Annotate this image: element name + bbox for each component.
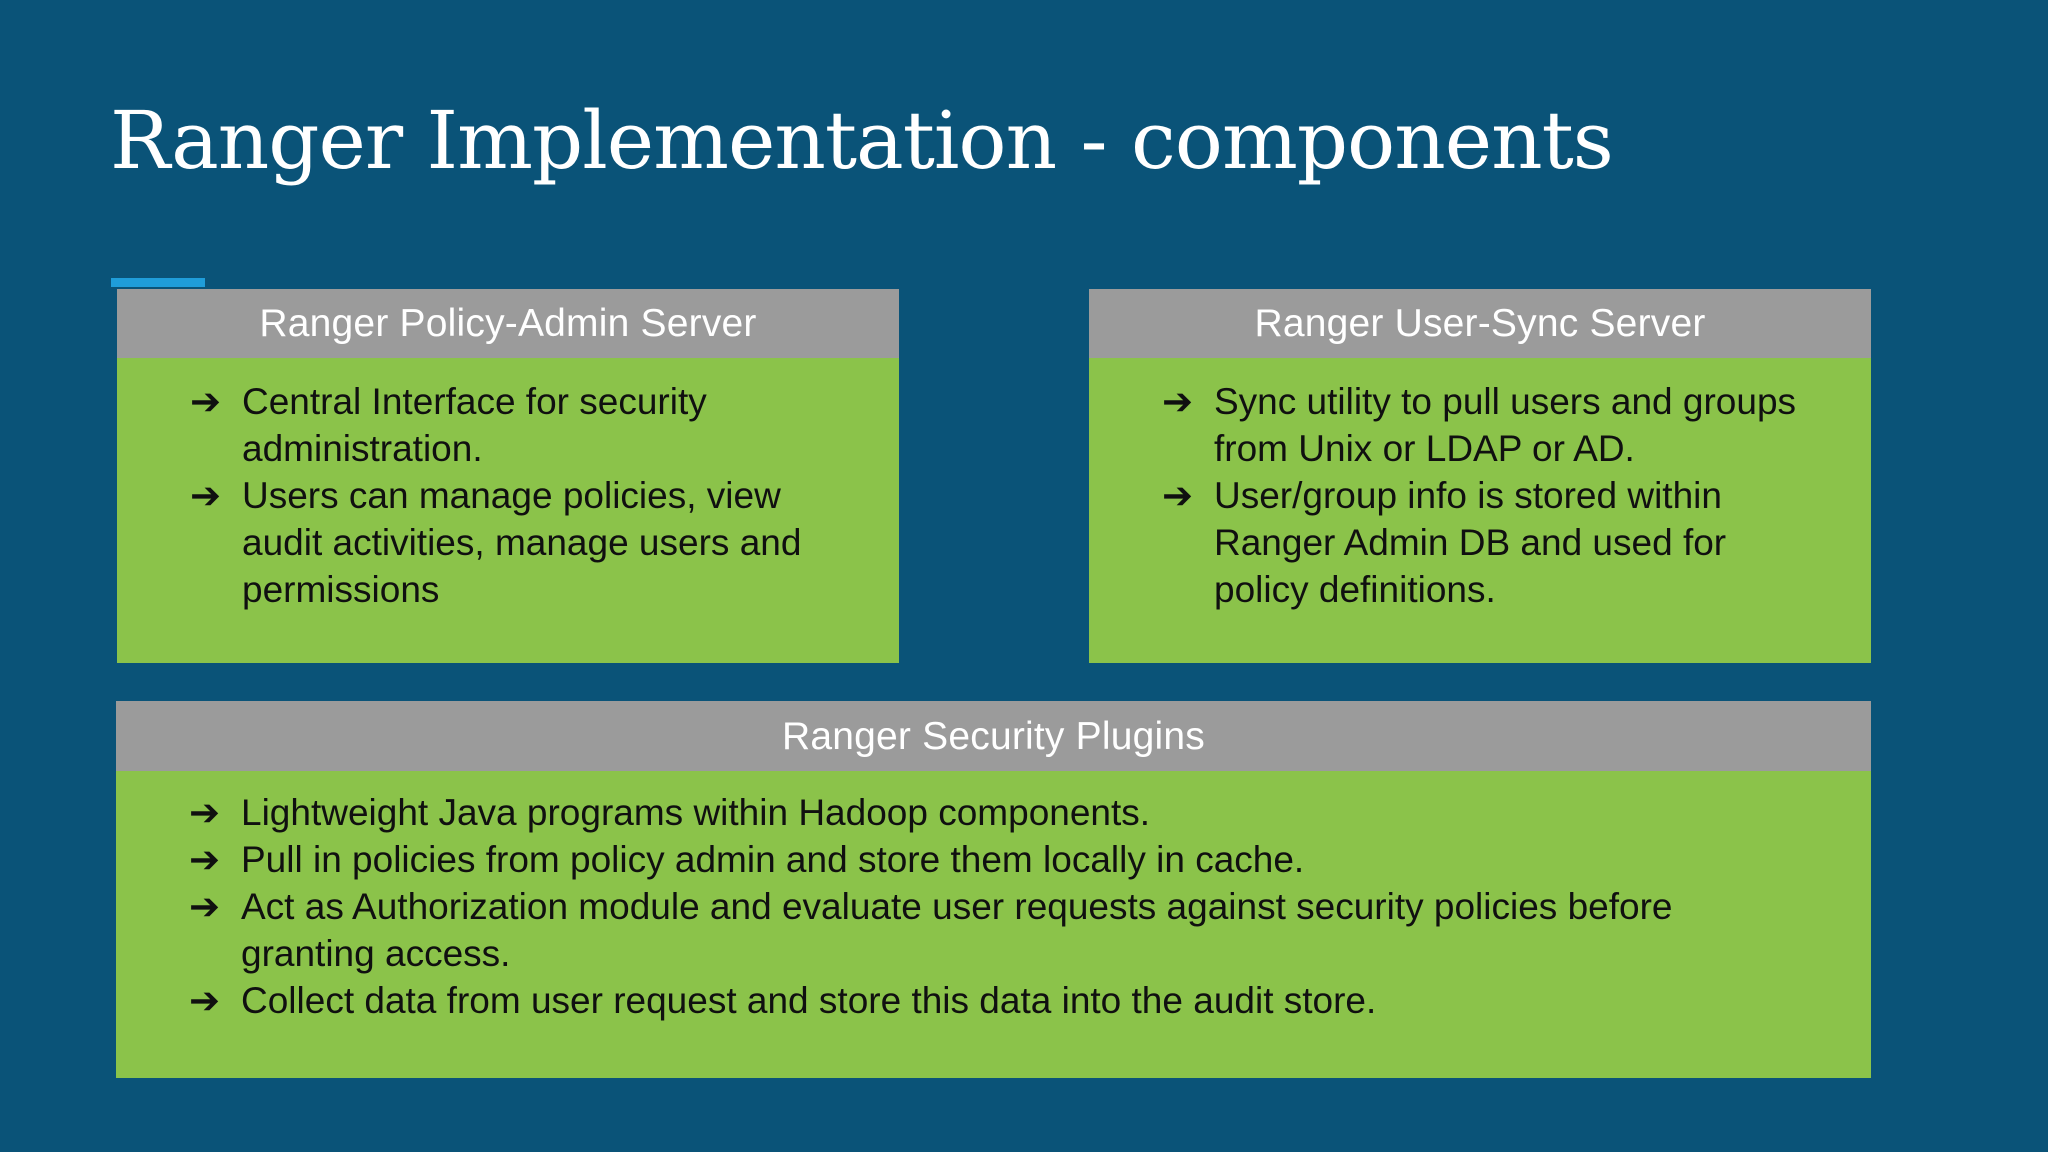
user-sync-bullet-list: ➔ Sync utility to pull users and groups f… [1089, 378, 1855, 613]
policy-admin-server-box-body: ➔ Central Interface for security administ… [117, 358, 899, 663]
bullet-item: ➔ Lightweight Java programs within Hadoop… [116, 789, 1855, 836]
security-plugins-box-title: Ranger Security Plugins [116, 701, 1871, 771]
bullet-text: Lightweight Java programs within Hadoop … [241, 792, 1151, 833]
arrow-bullet-icon: ➔ [1162, 381, 1194, 422]
bullet-item: ➔ Users can manage policies, view audit a… [117, 472, 883, 613]
security-plugins-bullet-list: ➔ Lightweight Java programs within Hadoop… [116, 789, 1855, 1024]
bullet-text: Act as Authorization module and evaluate… [241, 886, 1673, 974]
bullet-text: User/group info is stored within Ranger … [1214, 475, 1727, 610]
user-sync-server-box-title: Ranger User-Sync Server [1089, 289, 1871, 358]
arrow-bullet-icon: ➔ [1162, 475, 1194, 516]
bullet-text: Central Interface for security administr… [242, 381, 707, 469]
policy-admin-server-box-title: Ranger Policy-Admin Server [117, 289, 899, 358]
bullet-item: ➔ Act as Authorization module and evaluat… [116, 883, 1855, 977]
bullet-text: Pull in policies from policy admin and s… [241, 839, 1305, 880]
title-accent-bar [111, 278, 205, 287]
policy-admin-bullet-list: ➔ Central Interface for security administ… [117, 378, 883, 613]
slide-title: Ranger Implementation - components [110, 94, 1614, 187]
arrow-bullet-icon: ➔ [189, 886, 221, 927]
arrow-bullet-icon: ➔ [190, 475, 222, 516]
bullet-text: Sync utility to pull users and groups fr… [1214, 381, 1797, 469]
bullet-item: ➔ Pull in policies from policy admin and … [116, 836, 1855, 883]
bullet-item: ➔ Central Interface for security administ… [117, 378, 883, 472]
bullet-text: Collect data from user request and store… [241, 980, 1377, 1021]
security-plugins-box-body: ➔ Lightweight Java programs within Hadoop… [116, 771, 1871, 1078]
policy-admin-server-box: Ranger Policy-Admin Server ➔ Central Inte… [117, 289, 899, 663]
arrow-bullet-icon: ➔ [189, 792, 221, 833]
bullet-text: Users can manage policies, view audit ac… [242, 475, 802, 610]
arrow-bullet-icon: ➔ [189, 980, 221, 1021]
user-sync-server-box-body: ➔ Sync utility to pull users and groups f… [1089, 358, 1871, 663]
bullet-item: ➔ Collect data from user request and stor… [116, 977, 1855, 1024]
security-plugins-box: Ranger Security Plugins ➔ Lightweight Jav… [116, 701, 1871, 1078]
arrow-bullet-icon: ➔ [190, 381, 222, 422]
arrow-bullet-icon: ➔ [189, 839, 221, 880]
bullet-item: ➔ User/group info is stored within Ranger… [1089, 472, 1855, 613]
bullet-item: ➔ Sync utility to pull users and groups f… [1089, 378, 1855, 472]
user-sync-server-box: Ranger User-Sync Server ➔ Sync utility to… [1089, 289, 1871, 663]
